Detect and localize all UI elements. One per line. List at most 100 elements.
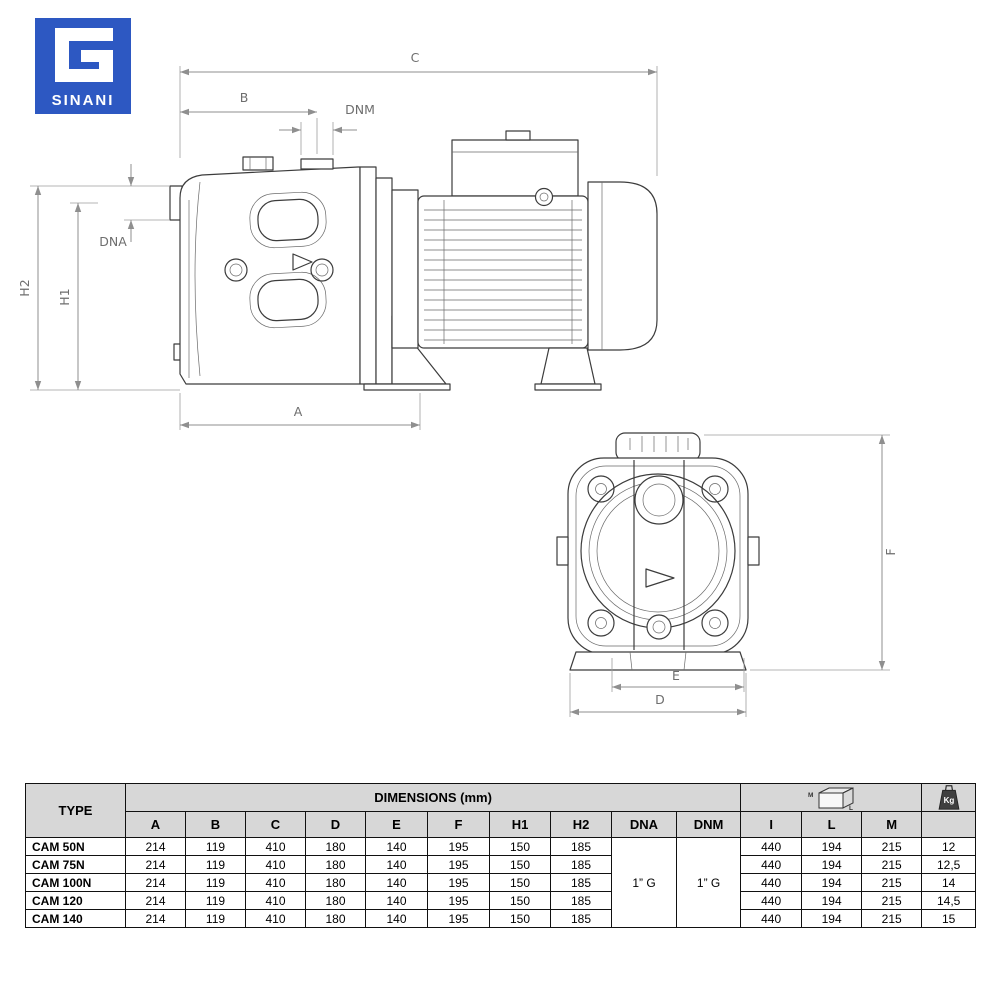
package-group-header: M L — [740, 783, 923, 812]
cell-h2: 185 — [550, 837, 612, 856]
table-row: CAM 75N 214 119 410 180 140 195 150 185 … — [25, 855, 977, 874]
cell-h2: 185 — [550, 855, 612, 874]
dim-label-e: E — [672, 668, 680, 683]
col-header-kg-empty — [921, 811, 977, 838]
cell-c: 410 — [245, 855, 306, 874]
col-header-f: F — [427, 811, 490, 838]
cell-c: 410 — [245, 873, 306, 892]
package-dim-m-label: M — [808, 792, 813, 799]
cell-e: 140 — [365, 855, 428, 874]
cell-h1: 150 — [489, 873, 551, 892]
cell-type: CAM 140 — [25, 909, 126, 928]
front-dimensions: F E D — [569, 434, 898, 717]
cell-kg: 14,5 — [921, 891, 977, 910]
cell-b: 119 — [185, 837, 246, 856]
table-row: CAM 120 214 119 410 180 140 195 150 185 … — [25, 891, 977, 910]
dim-label-c: C — [411, 50, 420, 65]
col-header-dnm: DNM — [675, 811, 742, 838]
dim-label-dnm: DNM — [345, 102, 375, 117]
side-dimensions: C B DNM DNA H2 H1 — [17, 50, 658, 430]
col-header-e: E — [365, 811, 428, 838]
cell-d: 180 — [305, 837, 366, 856]
package-icon: M L — [808, 786, 854, 811]
cell-l: 194 — [801, 855, 863, 874]
dim-label-h1: H1 — [57, 288, 72, 305]
cell-f: 195 — [427, 909, 490, 928]
table-row: CAM 140 214 119 410 180 140 195 150 185 … — [25, 909, 977, 928]
col-header-type: TYPE — [25, 783, 126, 838]
package-dim-l-label: L — [849, 805, 853, 811]
cell-h1: 150 — [489, 837, 551, 856]
cell-f: 195 — [427, 891, 490, 910]
cell-type: CAM 120 — [25, 891, 126, 910]
cell-type: CAM 75N — [25, 855, 126, 874]
weight-group-header: Kg — [921, 783, 977, 812]
dim-label-h2: H2 — [17, 279, 32, 296]
cell-a: 214 — [125, 855, 186, 874]
cell-h1: 150 — [489, 891, 551, 910]
col-header-b: B — [185, 811, 246, 838]
cell-c: 410 — [245, 837, 306, 856]
col-header-d: D — [305, 811, 366, 838]
cell-a: 214 — [125, 909, 186, 928]
cell-b: 119 — [185, 855, 246, 874]
cell-m: 215 — [861, 837, 923, 856]
table-row: CAM 50N 214 119 410 180 140 195 150 185 … — [25, 837, 977, 928]
cell-kg: 14 — [921, 873, 977, 892]
cell-i: 440 — [740, 873, 803, 892]
brand-logo: SINANI — [35, 18, 131, 114]
cell-h2: 185 — [550, 873, 612, 892]
dim-label-f: F — [883, 548, 898, 555]
cell-i: 440 — [740, 837, 803, 856]
cell-b: 119 — [185, 909, 246, 928]
dim-label-d: D — [655, 692, 665, 707]
col-header-a: A — [125, 811, 186, 838]
col-header-l: L — [801, 811, 863, 838]
kg-label: Kg — [943, 796, 954, 805]
cell-m: 215 — [861, 891, 923, 910]
cell-kg: 15 — [921, 909, 977, 928]
brand-name: SINANI — [51, 92, 115, 109]
col-header-m: M — [861, 811, 923, 838]
cell-e: 140 — [365, 909, 428, 928]
cell-d: 180 — [305, 873, 366, 892]
cell-f: 195 — [427, 837, 490, 856]
cell-l: 194 — [801, 873, 863, 892]
cell-d: 180 — [305, 891, 366, 910]
col-header-i: I — [740, 811, 803, 838]
cell-type: CAM 50N — [25, 837, 126, 856]
pump-side-view — [169, 130, 658, 391]
cell-type: CAM 100N — [25, 873, 126, 892]
cell-f: 195 — [427, 855, 490, 874]
cell-dna: 1” G — [611, 837, 677, 928]
col-header-dna: DNA — [611, 811, 677, 838]
cell-e: 140 — [365, 873, 428, 892]
cell-kg: 12 — [921, 837, 977, 856]
cell-h2: 185 — [550, 891, 612, 910]
cell-c: 410 — [245, 909, 306, 928]
col-header-c: C — [245, 811, 306, 838]
cell-d: 180 — [305, 909, 366, 928]
cell-d: 180 — [305, 855, 366, 874]
cell-e: 140 — [365, 837, 428, 856]
col-header-h2: H2 — [550, 811, 612, 838]
cell-a: 214 — [125, 837, 186, 856]
cell-a: 214 — [125, 873, 186, 892]
cell-l: 194 — [801, 909, 863, 928]
cell-h2: 185 — [550, 909, 612, 928]
cell-e: 140 — [365, 891, 428, 910]
cell-m: 215 — [861, 873, 923, 892]
cell-i: 440 — [740, 855, 803, 874]
cell-f: 195 — [427, 873, 490, 892]
cell-l: 194 — [801, 891, 863, 910]
cell-c: 410 — [245, 891, 306, 910]
dimensions-table: TYPE DIMENSIONS (mm) M L — [25, 783, 977, 928]
dim-label-a: A — [294, 404, 303, 419]
dimensions-group-header: DIMENSIONS (mm) — [124, 783, 742, 812]
cell-dnm: 1” G — [675, 837, 742, 928]
cell-b: 119 — [185, 873, 246, 892]
cell-m: 215 — [861, 909, 923, 928]
logo-g-icon — [55, 28, 113, 82]
cell-m: 215 — [861, 855, 923, 874]
